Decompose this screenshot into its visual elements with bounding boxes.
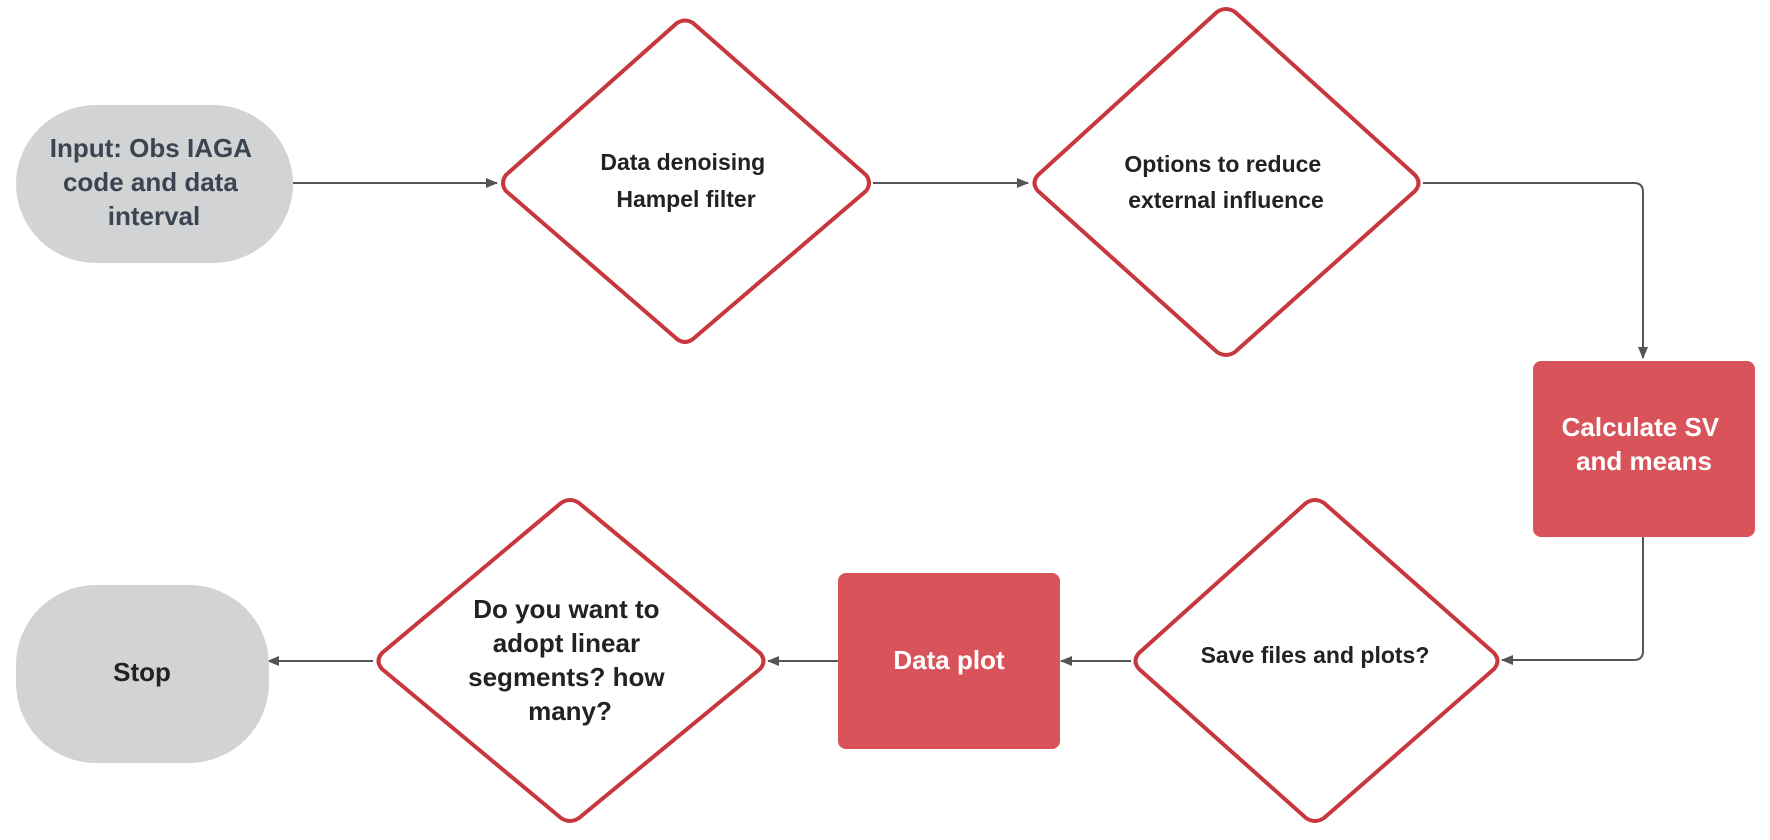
options-label: Options to reduce external influence bbox=[1124, 151, 1327, 213]
stop-label-line: Stop bbox=[113, 657, 171, 687]
calc-node: Calculate SV and means bbox=[1533, 361, 1755, 537]
options-node: Options to reduce external influence bbox=[1032, 7, 1421, 357]
stop-shape bbox=[16, 585, 269, 763]
segments-shape bbox=[376, 498, 766, 823]
segments-label-line: adopt linear bbox=[493, 628, 640, 658]
plot-label: Data plot bbox=[893, 645, 1005, 675]
plot-node: Data plot bbox=[838, 573, 1060, 749]
save-label: Save files and plots? bbox=[1201, 642, 1430, 668]
connector-calc-to-save bbox=[1501, 537, 1644, 665]
stop-label: Stop bbox=[113, 657, 171, 687]
denoise-shape bbox=[501, 18, 871, 344]
stop-node: Stop bbox=[16, 585, 269, 763]
segments-label-line: many? bbox=[528, 696, 612, 726]
save-label-line: Save files and plots? bbox=[1201, 642, 1430, 668]
denoise-label: Data denoising Hampel filter bbox=[600, 149, 771, 212]
calc-shape bbox=[1533, 361, 1755, 537]
options-shape bbox=[1032, 7, 1421, 357]
options-label-line: external influence bbox=[1128, 187, 1324, 213]
denoise-node: Data denoising Hampel filter bbox=[501, 18, 871, 344]
input-shape bbox=[16, 105, 293, 263]
segments-label-line: Do you want to bbox=[473, 594, 659, 624]
calc-label: Calculate SV and means bbox=[1562, 412, 1727, 476]
save-shape bbox=[1133, 498, 1500, 823]
save-node: Save files and plots? bbox=[1133, 498, 1500, 823]
input-label-line: Input: Obs IAGA bbox=[50, 133, 252, 163]
input-label-line: code and data bbox=[63, 167, 238, 197]
plot-label-line: Data plot bbox=[893, 645, 1005, 675]
segments-node: Do you want to adopt linear segments? ho… bbox=[376, 498, 766, 823]
calc-label-line: and means bbox=[1576, 446, 1712, 476]
segments-label-line: segments? how bbox=[468, 662, 665, 692]
denoise-label-line: Hampel filter bbox=[616, 186, 755, 212]
calc-label-line: Calculate SV bbox=[1562, 412, 1720, 442]
options-label-line: Options to reduce bbox=[1124, 151, 1321, 177]
input-label-line: interval bbox=[108, 201, 201, 231]
connectors bbox=[267, 178, 1648, 666]
denoise-label-line: Data denoising bbox=[600, 149, 765, 175]
input-label: Input: Obs IAGA code and data interval bbox=[50, 133, 258, 231]
connector-options-to-calc bbox=[1423, 182, 1648, 359]
segments-label: Do you want to adopt linear segments? ho… bbox=[468, 594, 672, 726]
input-node: Input: Obs IAGA code and data interval bbox=[16, 105, 293, 263]
plot-shape bbox=[838, 573, 1060, 749]
